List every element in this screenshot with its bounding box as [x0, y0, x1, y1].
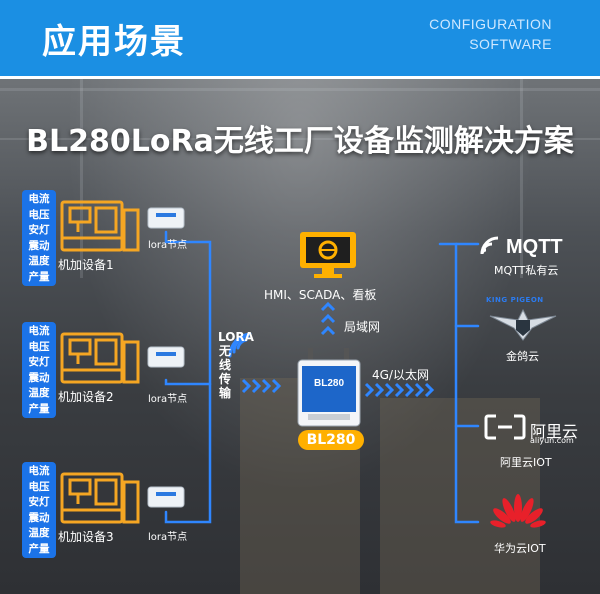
metric-output: 产量: [28, 402, 50, 415]
mqtt-logo: MQTT: [506, 236, 563, 258]
metric-vibration: 震动: [28, 371, 50, 384]
hmi-label: HMI、SCADA、看板: [264, 288, 377, 302]
metric-voltage: 电压: [28, 480, 50, 493]
metric-temperature: 温度: [28, 527, 50, 539]
machine-label: 机加设备2: [58, 390, 114, 404]
header-subtitle-line2: SOFTWARE: [469, 36, 552, 52]
machine-label: 机加设备3: [58, 530, 114, 544]
wireless-signal-icon: [228, 332, 252, 358]
aliyun-logo-icon: [484, 414, 526, 440]
mqtt-signal-icon: [480, 236, 499, 255]
sensor-label-1: lora节点: [148, 240, 188, 251]
metric-vibration: 震动: [28, 511, 50, 524]
lora-sensor-icon: [147, 486, 185, 508]
aliyun-logo-text: 阿里云: [530, 422, 579, 441]
metric-output: 产量: [28, 542, 50, 555]
aliyun-logo-sub: aliyun.com: [530, 436, 574, 445]
metric-vibration: 震动: [28, 239, 50, 252]
header-title: 应用场景: [42, 22, 186, 62]
cnc-machine-icon: [60, 332, 140, 384]
cnc-machine-icon: [60, 472, 140, 524]
gateway-device-text: BL280: [314, 378, 344, 389]
metric-voltage: 电压: [28, 208, 50, 221]
lan-arrows: [320, 301, 336, 336]
gateway-device-icon: BL280: [297, 348, 361, 427]
gateway-label: BL280: [298, 430, 364, 450]
monitor-icon: [300, 232, 356, 278]
metric-box-2: 电流 电压 安灯 震动 温度 产量: [22, 322, 56, 418]
metric-temperature: 温度: [28, 255, 50, 267]
metric-output: 产量: [28, 270, 50, 283]
header-bar: 应用场景 CONFIGURATION SOFTWARE: [0, 0, 600, 79]
metric-andon: 安灯: [28, 224, 50, 236]
metric-current: 电流: [28, 325, 50, 337]
kingpigeon-label: 金鸽云: [506, 350, 539, 363]
metric-voltage: 电压: [28, 340, 50, 353]
machine-label: 机加设备1: [58, 258, 114, 272]
metric-box-1: 电流 电压 安灯 震动 温度 产量: [22, 190, 56, 286]
lora-sensor-icon: [147, 346, 185, 368]
header-subtitle-line1: CONFIGURATION: [429, 16, 552, 32]
wan-arrows: [364, 382, 435, 398]
huawei-logo-icon: [490, 494, 546, 528]
kingpigeon-logo-icon: [489, 308, 557, 341]
factory-background: [0, 78, 600, 594]
metric-current: 电流: [28, 193, 50, 205]
kingpigeon-logo-text: KING PIGEON: [486, 296, 544, 304]
huawei-label: 华为云IOT: [494, 542, 546, 555]
main-title: BL280LoRa无线工厂设备监测解决方案: [26, 124, 574, 159]
metric-andon: 安灯: [28, 496, 50, 508]
metric-temperature: 温度: [28, 387, 50, 399]
lora-sensor-icon: [147, 207, 185, 229]
aliyun-label: 阿里云IOT: [500, 456, 552, 469]
mqtt-label: MQTT私有云: [494, 264, 559, 277]
lora-link-label: LORA无线传输: [218, 330, 254, 400]
cnc-machine-icon: [60, 200, 140, 252]
wan-label: 4G/以太网: [372, 368, 429, 382]
metric-box-3: 电流 电压 安灯 震动 温度 产量: [22, 462, 56, 558]
lora-arrows: [241, 378, 282, 394]
sensor-label-2: lora节点: [148, 394, 188, 405]
lan-label: 局域网: [344, 320, 381, 334]
sensor-label-3: lora节点: [148, 532, 188, 543]
metric-andon: 安灯: [28, 356, 50, 368]
metric-current: 电流: [28, 465, 50, 477]
